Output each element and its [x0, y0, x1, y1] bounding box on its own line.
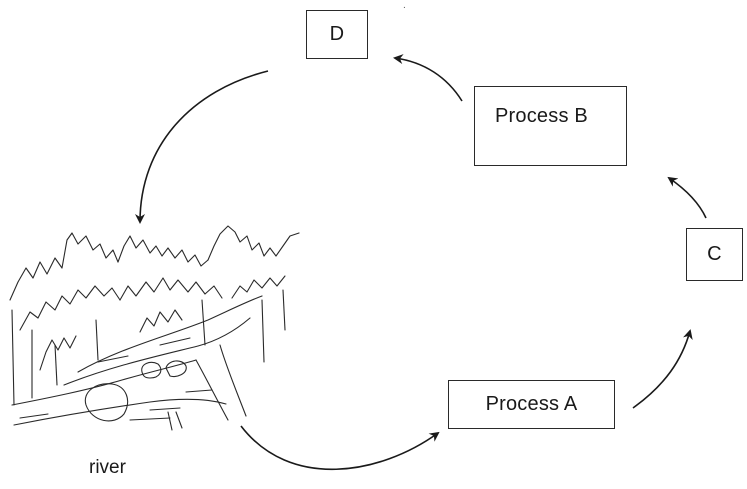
box-process-a: Process A [448, 380, 615, 429]
arrow-process-a-to-c [632, 329, 693, 409]
box-c: C [686, 228, 743, 281]
arrow-d-to-river [135, 70, 269, 224]
top-mark: . [403, 0, 406, 11]
arrow-river-to-process-a [240, 425, 440, 471]
box-d: D [306, 10, 368, 59]
arrow-c-to-process-b [667, 176, 707, 219]
river-label: river [89, 457, 126, 478]
box-process-b: Process B [474, 86, 627, 166]
arrow-process-b-to-d [393, 54, 463, 102]
river-landscape-illustration [9, 225, 300, 431]
